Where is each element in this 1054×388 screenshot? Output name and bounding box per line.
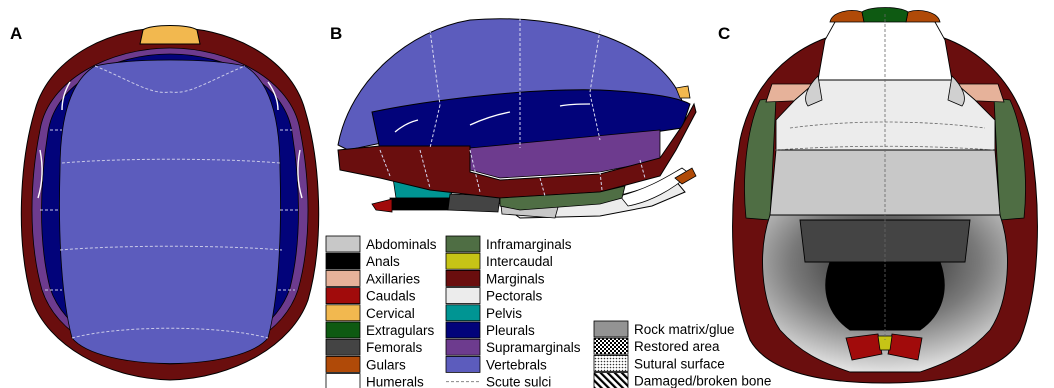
legend-swatch-rock bbox=[594, 321, 628, 337]
legend-swatch-pectorals bbox=[446, 288, 480, 304]
legend-label-femorals: Femorals bbox=[366, 340, 423, 355]
legend-item-caudals: Caudals bbox=[326, 288, 416, 304]
legend-item-restored: Restored area bbox=[594, 338, 720, 354]
legend-item-sulci: Scute sulci bbox=[446, 375, 551, 388]
legend-swatch-axillaries bbox=[326, 270, 360, 286]
intercaudal-c bbox=[878, 336, 892, 350]
legend-swatch-pelvis bbox=[446, 305, 480, 321]
anals-b bbox=[390, 198, 450, 210]
legend-label-restored: Restored area bbox=[634, 339, 720, 354]
legend-swatch-intercaudal bbox=[446, 253, 480, 269]
legend-item-axillaries: Axillaries bbox=[326, 270, 420, 286]
legend-label-marginals: Marginals bbox=[486, 271, 545, 286]
legend-item-sutural: Sutural surface bbox=[594, 355, 725, 371]
legend-swatch-marginals bbox=[446, 270, 480, 286]
legend-swatch-extragulars bbox=[326, 322, 360, 338]
legend-label-sulci: Scute sulci bbox=[486, 375, 551, 388]
legend-item-femorals: Femorals bbox=[326, 339, 423, 355]
panel-label-c: C bbox=[718, 24, 730, 43]
legend-swatch-sutural bbox=[594, 355, 628, 371]
legend-item-pleurals: Pleurals bbox=[446, 322, 535, 338]
legend-item-cervical: Cervical bbox=[326, 305, 415, 321]
legend-label-intercaudal: Intercaudal bbox=[486, 254, 553, 269]
panel-c: C bbox=[718, 8, 1037, 384]
legend-item-pelvis: Pelvis bbox=[446, 305, 522, 321]
legend-label-supramarginals: Supramarginals bbox=[486, 340, 581, 355]
legend-item-gulars: Gulars bbox=[326, 356, 406, 372]
legend-item-vertebrals: Vertebrals bbox=[446, 356, 547, 372]
legend-label-pelvis: Pelvis bbox=[486, 306, 522, 321]
legend-label-cervical: Cervical bbox=[366, 306, 415, 321]
legend-swatch-pleurals bbox=[446, 322, 480, 338]
legend-item-rock: Rock matrix/glue bbox=[594, 321, 735, 337]
legend-swatch-anals bbox=[326, 253, 360, 269]
legend-swatch-inframarginals bbox=[446, 236, 480, 252]
panel-b: B bbox=[330, 18, 696, 218]
vertebrals-a bbox=[60, 60, 281, 364]
legend-swatch-damaged bbox=[594, 373, 628, 388]
legend-swatch-caudals bbox=[326, 288, 360, 304]
legend-label-anals: Anals bbox=[366, 254, 400, 269]
legend-swatch-cervical bbox=[326, 305, 360, 321]
legend-item-humerals: Humerals bbox=[326, 374, 424, 388]
panel-label-b: B bbox=[330, 24, 342, 43]
legend: AbdominalsAnalsAxillariesCaudalsCervical… bbox=[326, 236, 771, 388]
legend-label-humerals: Humerals bbox=[366, 375, 424, 388]
legend-swatch-abdominals bbox=[326, 236, 360, 252]
legend-item-extragulars: Extragulars bbox=[326, 322, 435, 338]
legend-label-caudals: Caudals bbox=[366, 289, 416, 304]
legend-item-abdominals: Abdominals bbox=[326, 236, 437, 252]
legend-label-axillaries: Axillaries bbox=[366, 271, 420, 286]
panel-label-a: A bbox=[10, 24, 22, 43]
legend-label-gulars: Gulars bbox=[366, 357, 406, 372]
legend-item-intercaudal: Intercaudal bbox=[446, 253, 553, 269]
gulars-right-c bbox=[906, 10, 940, 22]
legend-swatch-femorals bbox=[326, 339, 360, 355]
legend-swatch-vertebrals bbox=[446, 356, 480, 372]
legend-swatch-gulars bbox=[326, 356, 360, 372]
cervical-scute-a bbox=[140, 26, 200, 45]
legend-label-extragulars: Extragulars bbox=[366, 323, 435, 338]
legend-label-pleurals: Pleurals bbox=[486, 323, 535, 338]
legend-label-vertebrals: Vertebrals bbox=[486, 357, 547, 372]
legend-label-abdominals: Abdominals bbox=[366, 237, 437, 252]
panel-a: A bbox=[10, 24, 319, 380]
legend-swatch-restored bbox=[594, 338, 628, 354]
legend-item-supramarginals: Supramarginals bbox=[446, 339, 581, 355]
legend-label-damaged: Damaged/broken bone bbox=[634, 374, 771, 388]
legend-label-pectorals: Pectorals bbox=[486, 289, 543, 304]
legend-label-sutural: Sutural surface bbox=[634, 356, 725, 371]
legend-item-inframarginals: Inframarginals bbox=[446, 236, 572, 252]
legend-item-pectorals: Pectorals bbox=[446, 288, 543, 304]
legend-swatch-humerals bbox=[326, 374, 360, 388]
caudal-tip-b bbox=[372, 199, 392, 212]
gulars-left-c bbox=[830, 10, 864, 22]
legend-label-rock: Rock matrix/glue bbox=[634, 322, 735, 337]
legend-item-damaged: Damaged/broken bone bbox=[594, 373, 771, 388]
legend-item-marginals: Marginals bbox=[446, 270, 545, 286]
legend-item-anals: Anals bbox=[326, 253, 400, 269]
legend-swatch-supramarginals bbox=[446, 339, 480, 355]
legend-label-inframarginals: Inframarginals bbox=[486, 237, 572, 252]
